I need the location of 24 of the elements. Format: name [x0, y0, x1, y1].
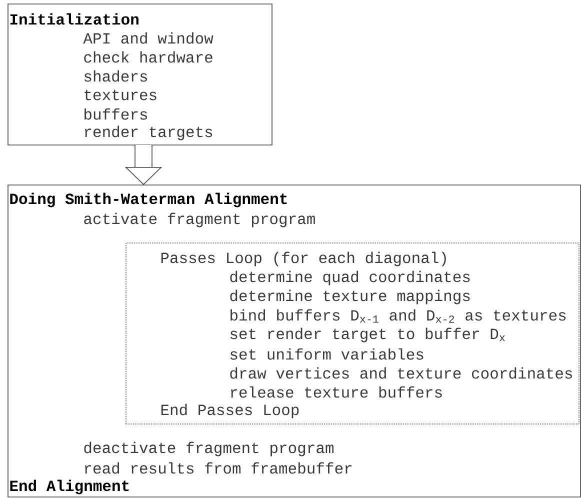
process-box — [8, 4, 272, 146]
heading: End Alignment — [10, 480, 129, 494]
step-text: bind buffers D$_{x-1}$ and D$_{x-2}$ as textures — [230, 309, 566, 323]
process-box — [8, 184, 581, 498]
step-text: read results from framebuffer — [85, 462, 352, 474]
step-text: shaders — [84, 70, 148, 82]
step-text: release texture buffers — [231, 386, 442, 398]
step-text: activate fragment program — [84, 212, 315, 228]
step-text: API and window — [83, 32, 214, 44]
heading: Doing Smith-Waterman Alignment — [10, 192, 287, 208]
step-text: buffers — [84, 108, 148, 120]
step-text: draw vertices and texture coordinates — [230, 367, 572, 379]
step-text: determine texture mappings — [230, 290, 470, 304]
loop-heading: End Passes Loop — [161, 404, 299, 418]
step-text: deactivate fragment program — [84, 442, 334, 456]
loop-heading: Passes Loop (for each diagonal) — [161, 252, 446, 266]
loop-box — [126, 242, 580, 424]
heading: Initialization — [10, 13, 138, 25]
step-text: set uniform variables — [230, 348, 424, 360]
step-text: textures — [84, 90, 156, 100]
step-text: determine quad coordinates — [230, 270, 470, 286]
step-text: check hardware — [84, 51, 212, 63]
step-text: render targets — [85, 126, 212, 140]
step-text: set render target to buffer D$_{x}$ — [230, 328, 505, 342]
